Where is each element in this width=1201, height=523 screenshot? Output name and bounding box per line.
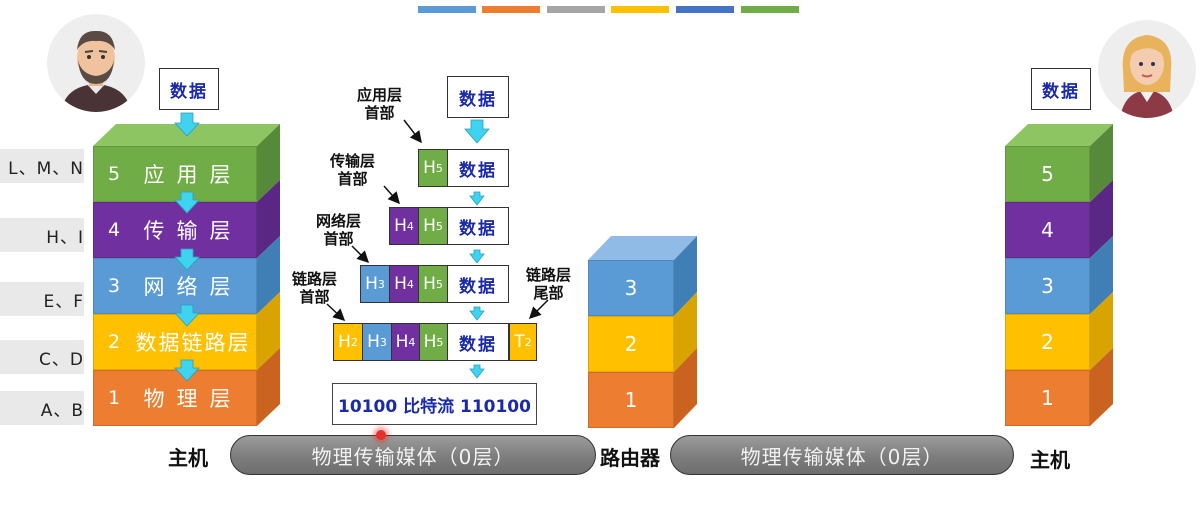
medium-left: 物理传输媒体（0层） xyxy=(230,435,596,475)
layer-number: 4 xyxy=(107,219,121,241)
left-data-box: 数据 xyxy=(159,68,219,110)
side-label-app: L、M、N xyxy=(0,149,84,183)
layer-name: 网络层 xyxy=(143,275,243,299)
right-layer-net: 3 xyxy=(1005,258,1090,314)
layer-number: 2 xyxy=(107,331,121,353)
medium-right: 物理传输媒体（0层） xyxy=(670,435,1014,475)
router-layer-link: 2 xyxy=(588,316,674,372)
left-layer-net: 3 网络层 xyxy=(93,258,257,314)
left-host-label: 主机 xyxy=(168,446,208,470)
pointer-dot xyxy=(376,430,386,440)
swatch-6 xyxy=(741,6,799,13)
router-layer-net: 3 xyxy=(588,260,674,316)
app-header-annotation: 应用层首部 xyxy=(357,86,403,122)
side-label-net: E、F xyxy=(0,282,84,316)
woman-avatar-icon xyxy=(1098,20,1196,118)
swatch-5 xyxy=(676,6,734,13)
layer-name: 应用层 xyxy=(143,163,243,187)
right-layer-app: 5 xyxy=(1005,146,1090,202)
side-label-link: C、D xyxy=(0,340,84,374)
side-label-phys: A、B xyxy=(0,391,84,425)
router-label: 路由器 xyxy=(600,446,660,470)
layer-name: 物理层 xyxy=(143,387,243,411)
net-header-annotation: 网络层首部 xyxy=(316,212,362,248)
left-layer-trans: 4 传输层 xyxy=(93,202,257,258)
data-cell: 数据 xyxy=(447,265,509,303)
layer-name: 数据链路层 xyxy=(135,331,251,355)
swatch-3 xyxy=(547,6,605,13)
man-avatar-icon xyxy=(47,14,145,112)
router-layer-phys: 1 xyxy=(588,372,674,428)
right-layer-phys: 1 xyxy=(1005,370,1090,426)
right-host-label: 主机 xyxy=(1030,448,1070,472)
trans-header-annotation: 传输层首部 xyxy=(330,152,376,188)
right-layer-link: 2 xyxy=(1005,314,1090,370)
bitstream-box: 10100 比特流 110100 xyxy=(332,383,537,425)
swatch-1 xyxy=(418,6,476,13)
left-layer-link: 2 数据链路层 xyxy=(93,314,257,370)
left-layer-app: 5 应用层 xyxy=(93,146,257,202)
right-layer-trans: 4 xyxy=(1005,202,1090,258)
layer-name: 传输层 xyxy=(143,219,243,243)
data-cell: 数据 xyxy=(447,149,509,187)
layer-number: 1 xyxy=(107,387,121,409)
link-header-annotation: 链路层首部 xyxy=(292,270,338,306)
encap-data-top: 数据 xyxy=(447,76,509,118)
layer-number: 3 xyxy=(107,275,121,297)
side-label-trans: H、I xyxy=(0,218,84,252)
link-trailer-annotation: 链路层尾部 xyxy=(526,266,572,302)
left-layer-phys: 1 物理层 xyxy=(93,370,257,426)
data-cell: 数据 xyxy=(447,323,509,361)
swatch-2 xyxy=(482,6,540,13)
down-arrow-icon xyxy=(174,112,200,382)
data-cell: 数据 xyxy=(447,207,509,245)
right-data-box: 数据 xyxy=(1031,68,1091,110)
swatch-4 xyxy=(611,6,669,13)
layer-number: 5 xyxy=(107,163,121,185)
